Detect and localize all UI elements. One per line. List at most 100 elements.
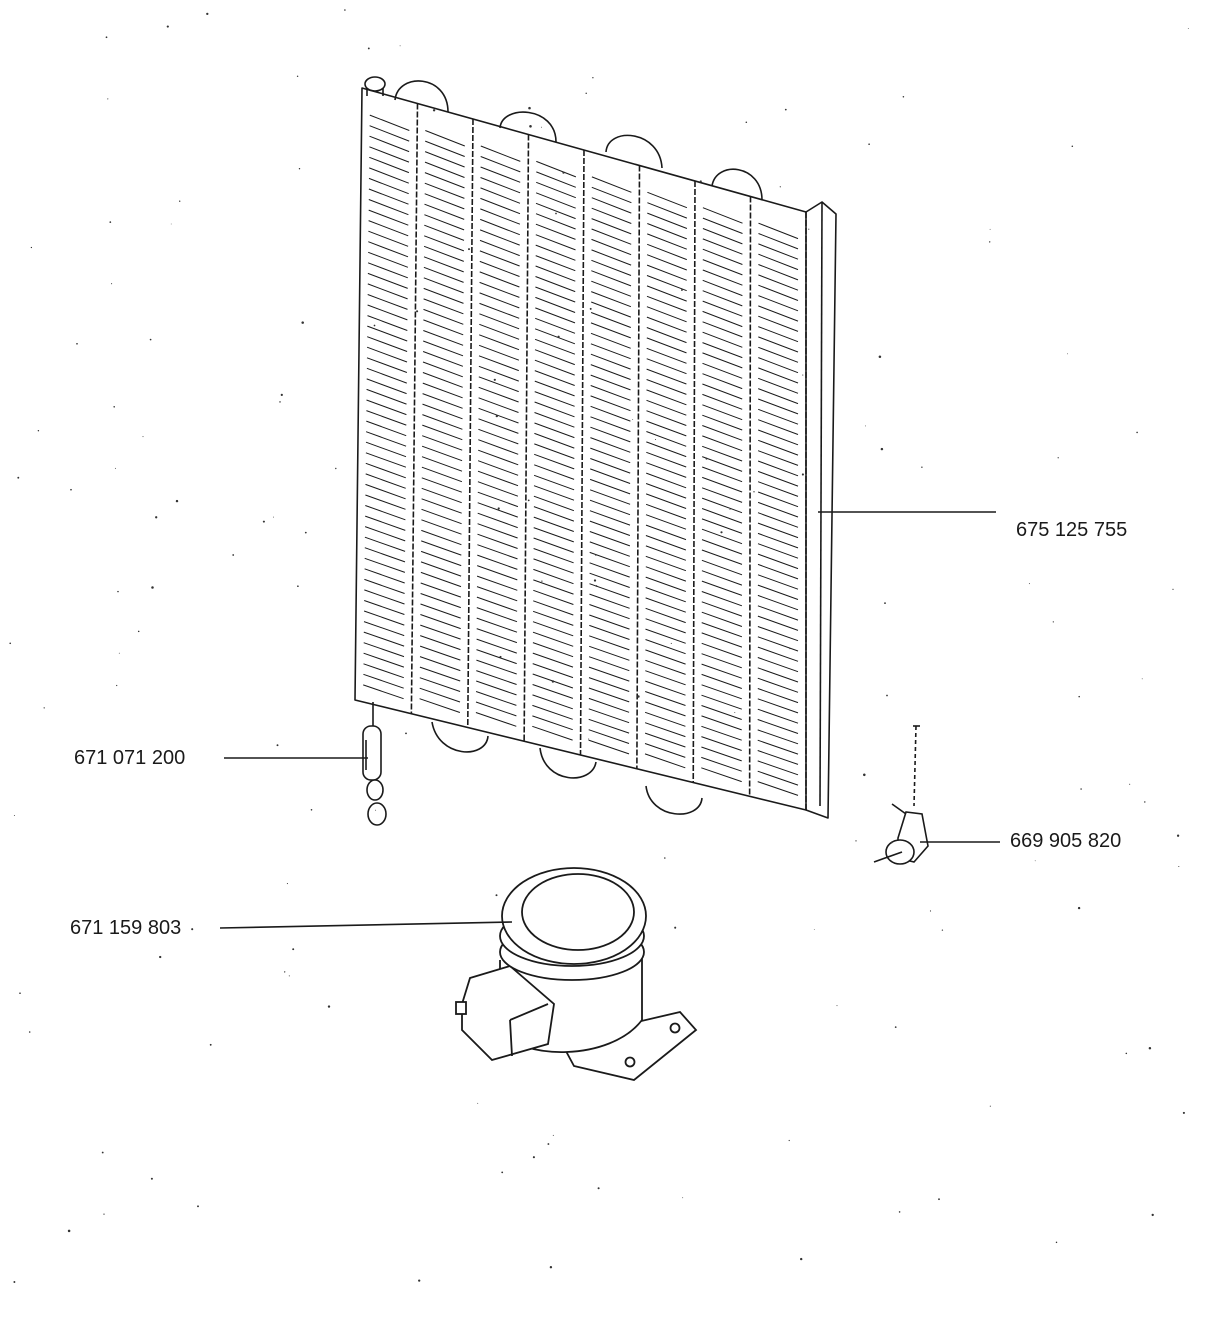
coil-fin-line <box>479 334 520 351</box>
coil-fin-line <box>364 600 405 615</box>
scan-speckle <box>344 9 346 11</box>
coil-fin-line <box>758 305 799 322</box>
coil-fin-line <box>702 362 743 379</box>
scan-speckle <box>166 25 169 28</box>
coil-fin-line <box>424 161 465 178</box>
scan-speckle <box>1067 353 1069 355</box>
coil-fin-line <box>478 407 519 424</box>
coil-fin-line <box>422 361 463 378</box>
coil-fin-line <box>478 355 519 372</box>
coil-fin-line <box>476 649 517 665</box>
coil-fin-line <box>758 284 799 301</box>
scan-speckle <box>418 1279 421 1282</box>
scan-speckle <box>585 92 587 95</box>
coil-fin-line <box>757 532 799 549</box>
scan-speckle <box>67 1229 71 1233</box>
coil-fin-line <box>535 307 576 324</box>
coil-fin-line <box>368 209 409 226</box>
coil-fin-line <box>532 725 573 741</box>
coil-fin-line <box>423 256 464 273</box>
coil-fin-line <box>365 441 407 458</box>
coil-fin-line <box>701 580 743 596</box>
coil-fin-line <box>421 519 462 535</box>
compressor-leader-line <box>219 921 513 929</box>
scan-speckle <box>654 438 657 441</box>
scan-speckle <box>1078 695 1080 698</box>
scan-speckle <box>632 418 634 420</box>
scan-speckle <box>929 910 932 912</box>
coil-fin-line <box>645 659 686 675</box>
scan-speckle <box>720 531 723 534</box>
coil-fin-line <box>532 715 573 731</box>
scan-speckle <box>1028 583 1030 585</box>
scan-speckle <box>37 429 40 432</box>
coil-fin-line <box>647 243 687 261</box>
coil-fin-line <box>588 656 630 672</box>
coil-fin-line <box>701 715 742 731</box>
coil-fin-line <box>479 271 520 288</box>
coil-fin-line <box>423 298 464 315</box>
compressor-part-number: 671 159 803 <box>70 917 182 939</box>
scan-speckle <box>70 488 72 491</box>
coil-fin-line <box>757 501 799 518</box>
coil-fin-line <box>758 408 799 425</box>
coil-fin-line <box>646 358 687 375</box>
coil-fin-line <box>476 670 517 685</box>
coil-fin-line <box>702 310 743 328</box>
scan-speckle <box>555 212 557 215</box>
coil-fin-line <box>647 212 688 229</box>
coil-fin-line <box>589 551 630 568</box>
coil-fin-line <box>646 316 687 333</box>
scan-speckle <box>155 516 158 519</box>
coil-fin-line <box>588 677 630 692</box>
coil-fin-line <box>367 336 408 352</box>
coil-fin-line <box>535 244 576 261</box>
coil-fin-line <box>589 572 630 588</box>
scan-speckle <box>301 321 304 324</box>
coil-fin-line <box>363 673 404 689</box>
coil-fin-line <box>757 553 799 570</box>
coil-fin-line <box>536 181 576 199</box>
filter-dryer-part-number: 671 071 200 <box>74 747 186 769</box>
scan-speckle <box>9 642 12 645</box>
coil-fin-line <box>590 322 631 339</box>
coil-fin-line <box>646 306 687 323</box>
coil-fin-line <box>758 377 799 394</box>
coil-tube-line <box>636 165 641 769</box>
scan-speckle <box>891 841 893 844</box>
scan-speckle <box>43 707 45 709</box>
coil-fin-line <box>369 167 409 184</box>
scan-speckle <box>674 926 677 929</box>
scan-speckle <box>76 342 78 345</box>
coil-fin-line <box>476 596 518 612</box>
coil-fin-line <box>702 466 743 483</box>
coil-fin-line <box>646 327 687 344</box>
scan-speckle <box>988 241 991 243</box>
coil-fin-line <box>477 565 518 581</box>
scan-speckle <box>118 652 120 654</box>
scan-speckle <box>540 126 542 128</box>
coil-fin-line <box>590 447 631 464</box>
coil-fin-line <box>420 603 461 619</box>
scan-speckle <box>808 228 810 230</box>
scan-speckle <box>175 499 179 503</box>
coil-fin-line <box>364 526 406 542</box>
coil-fin-line <box>701 508 743 524</box>
coil-fin-line <box>701 746 742 762</box>
coil-fin-line <box>478 428 519 445</box>
coil-fin-line <box>646 347 687 364</box>
coil-fin-line <box>757 719 799 734</box>
coil-fin-line <box>701 642 742 658</box>
coil-fin-line <box>702 342 743 359</box>
scan-speckle <box>109 221 112 223</box>
scan-speckle <box>864 425 866 427</box>
coil-fin-line <box>479 302 520 319</box>
coil-fin-line <box>369 125 410 142</box>
coil-fin-line <box>646 462 687 478</box>
scan-speckle <box>813 928 815 930</box>
scan-speckle <box>800 1257 803 1261</box>
coil-fin-line <box>535 296 576 313</box>
coil-fin-line <box>368 177 409 195</box>
coil-fin-line <box>419 645 461 661</box>
scan-speckle <box>310 809 313 811</box>
